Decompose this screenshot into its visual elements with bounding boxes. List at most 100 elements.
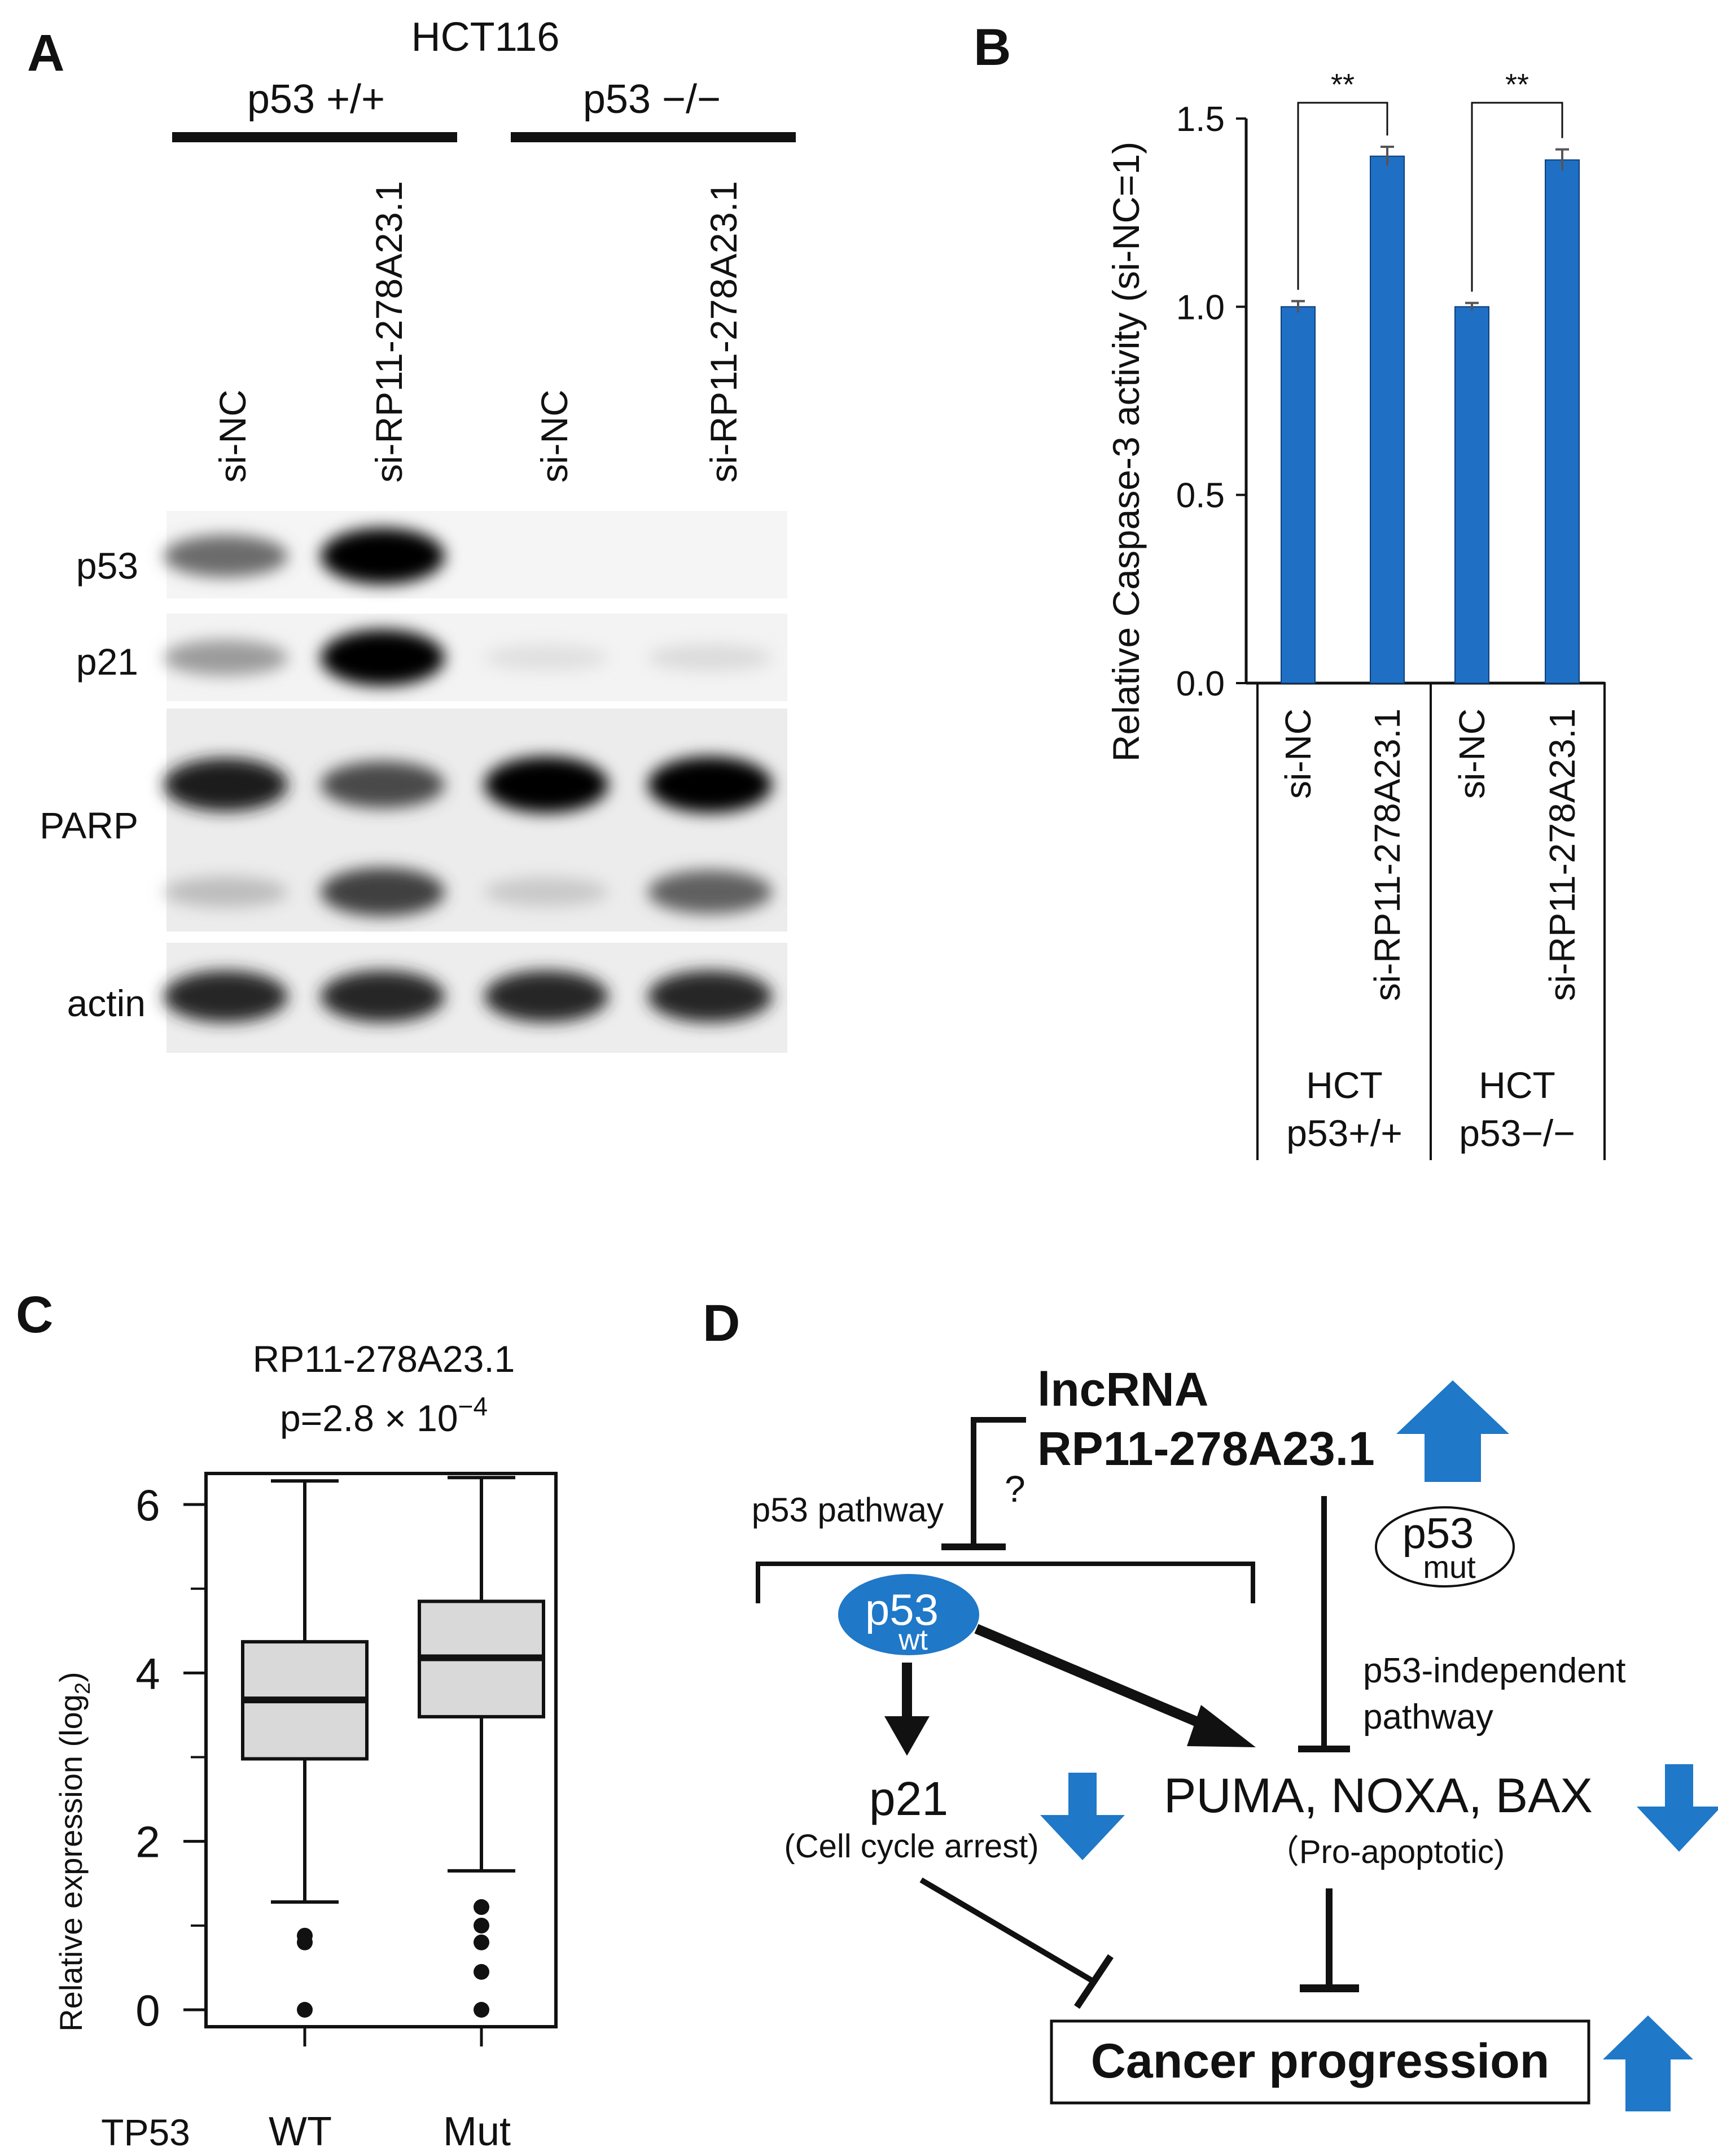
blot-band: [321, 970, 445, 1022]
b-y-axis-label: Relative Caspase-3 activity (si-NC=1): [1105, 142, 1147, 762]
cell-line-title: HCT116: [411, 15, 560, 60]
p53-mut-ellipse: [1375, 1506, 1515, 1588]
panel-d: D lncRNA RP11-278A23.1 ? p53 pathway p53…: [703, 1295, 1718, 2111]
c-ylabel-main: Relative expression (log: [53, 1694, 89, 2032]
p53-wt-ellipse: [838, 1574, 979, 1655]
b-sig-bracket: [1297, 102, 1388, 290]
c-plot-frame: [204, 1472, 558, 2028]
c-pvalue-base: p=2.8 × 10: [280, 1397, 458, 1439]
blot-band: [648, 756, 772, 813]
c-outlier: [474, 1963, 489, 1980]
b-category-label: si-NC: [1278, 709, 1318, 799]
c-outlier: [474, 1934, 489, 1951]
c-outlier: [297, 1934, 313, 1951]
c-outlier: [474, 2002, 489, 2018]
panel-a: A HCT116 p53 +/+ p53 −/− si-NC si-RP11-2…: [27, 15, 796, 1053]
b-tick-label: 0.0: [1176, 664, 1225, 703]
b-tick-label: 0.5: [1176, 476, 1225, 515]
c-y-axis-label: Relative expression (log2): [53, 1672, 95, 2031]
blot-band: [484, 970, 608, 1022]
b-group1-line1: HCT: [1306, 1064, 1383, 1106]
b-category-labels: si-NC si-RP11-278A23.1 si-NC si-RP11-278A23…: [1278, 709, 1583, 1001]
b-sig-label: **: [1331, 68, 1355, 102]
blot-label-actin: actin: [67, 982, 146, 1024]
c-category-label: WT: [269, 2109, 332, 2154]
c-ylabel-sub: 2: [71, 1682, 95, 1694]
group-label-ko: p53 −/−: [583, 77, 721, 122]
blot-band: [648, 970, 772, 1022]
group-label-wt: p53 +/+: [247, 77, 385, 122]
blot-band: [321, 761, 445, 808]
blot-band: [484, 644, 608, 671]
targets-label: PUMA, NOXA, BAX: [1164, 1769, 1593, 1823]
p53-wt-label: p53: [865, 1585, 939, 1634]
b-category-label: si-RP11-278A23.1: [1367, 709, 1408, 1001]
indep-line2: pathway: [1363, 1698, 1493, 1737]
blot-band-lower: [648, 870, 772, 914]
lncrna-line2: RP11-278A23.1: [1037, 1422, 1375, 1475]
b-sig-bracket: [1471, 102, 1563, 292]
p53-mut-main: p53: [1403, 1510, 1474, 1558]
panel-b-letter: B: [974, 19, 1011, 76]
lane-label-3: si-NC: [533, 390, 575, 483]
c-tick-label: 6: [135, 1480, 160, 1530]
b-y-ticks: 0.00.51.01.5: [1176, 100, 1246, 703]
panel-a-letter: A: [27, 24, 64, 82]
b-significance: ** **: [1297, 68, 1563, 292]
inhibit-bar-p21-cancer: [1074, 1954, 1114, 2009]
panel-c: C RP11-278A23.1 p=2.8 × 10−4 Relative ex…: [16, 1286, 558, 2154]
blot-band: [321, 528, 445, 584]
b-bar: [1281, 306, 1316, 684]
b-tick-label: 1.0: [1176, 288, 1225, 327]
p21-note: (Cell cycle arrest): [784, 1828, 1038, 1865]
blot-band: [164, 640, 288, 676]
b-category-label: si-RP11-278A23.1: [1542, 709, 1583, 1001]
b-bar: [1370, 155, 1405, 684]
b-group1-line2: p53+/+: [1286, 1112, 1403, 1154]
b-group2-line2: p53−/−: [1459, 1112, 1575, 1154]
down-arrow-targets: [1637, 1764, 1718, 1852]
up-arrow-lncrna: [1396, 1380, 1509, 1482]
blot-label-p21: p21: [76, 641, 138, 683]
c-pvalue-exp: −4: [458, 1392, 488, 1421]
blot-band: [164, 758, 288, 812]
p21-label: p21: [869, 1772, 948, 1825]
blot-bands: [164, 528, 772, 1022]
b-bar: [1454, 306, 1489, 684]
c-pvalue: p=2.8 × 10−4: [280, 1392, 488, 1439]
arrow-p53-to-targets-head: [1187, 1705, 1256, 1747]
b-category-label: si-NC: [1452, 709, 1492, 799]
group-bar-wt: [172, 132, 457, 142]
blot-band: [484, 756, 608, 813]
pathway-label: p53 pathway: [752, 1491, 944, 1529]
c-boxes: [241, 1476, 545, 2046]
arrow-p53-to-p21-head: [884, 1716, 930, 1756]
c-tick-label: 4: [135, 1648, 160, 1698]
blot-label-p53: p53: [76, 545, 138, 587]
group-bar-ko: [511, 132, 796, 142]
b-sig-label: **: [1505, 68, 1529, 102]
b-bars: [1281, 146, 1580, 684]
blot-band: [164, 535, 288, 578]
blot-band-lower: [164, 876, 288, 908]
question-mark: ?: [1005, 1468, 1025, 1510]
c-row-label: TP53: [101, 2111, 190, 2153]
c-outlier: [474, 1899, 489, 1916]
pathway-bracket: [756, 1562, 1255, 1603]
blot-band: [164, 970, 288, 1022]
blot-band-lower: [321, 868, 445, 916]
c-outlier: [297, 2002, 313, 2018]
outcome-label: Cancer progression: [1091, 2034, 1549, 2088]
p53-wt-main: p53: [865, 1585, 939, 1634]
down-arrow-p21: [1040, 1773, 1125, 1860]
lane-label-2: si-RP11-278A23.1: [368, 181, 410, 483]
p53-mut-sub: mut: [1423, 1549, 1476, 1585]
outcome-box: [1050, 2019, 1590, 2105]
up-arrow-outcome: [1603, 2015, 1693, 2111]
arrow-p53-to-targets-shaft: [974, 1624, 1213, 1733]
inhibit-lncrna-to-pathway: [971, 1417, 1026, 1546]
blot-label-parp: PARP: [40, 804, 138, 846]
lane-label-4: si-RP11-278A23.1: [703, 181, 744, 483]
